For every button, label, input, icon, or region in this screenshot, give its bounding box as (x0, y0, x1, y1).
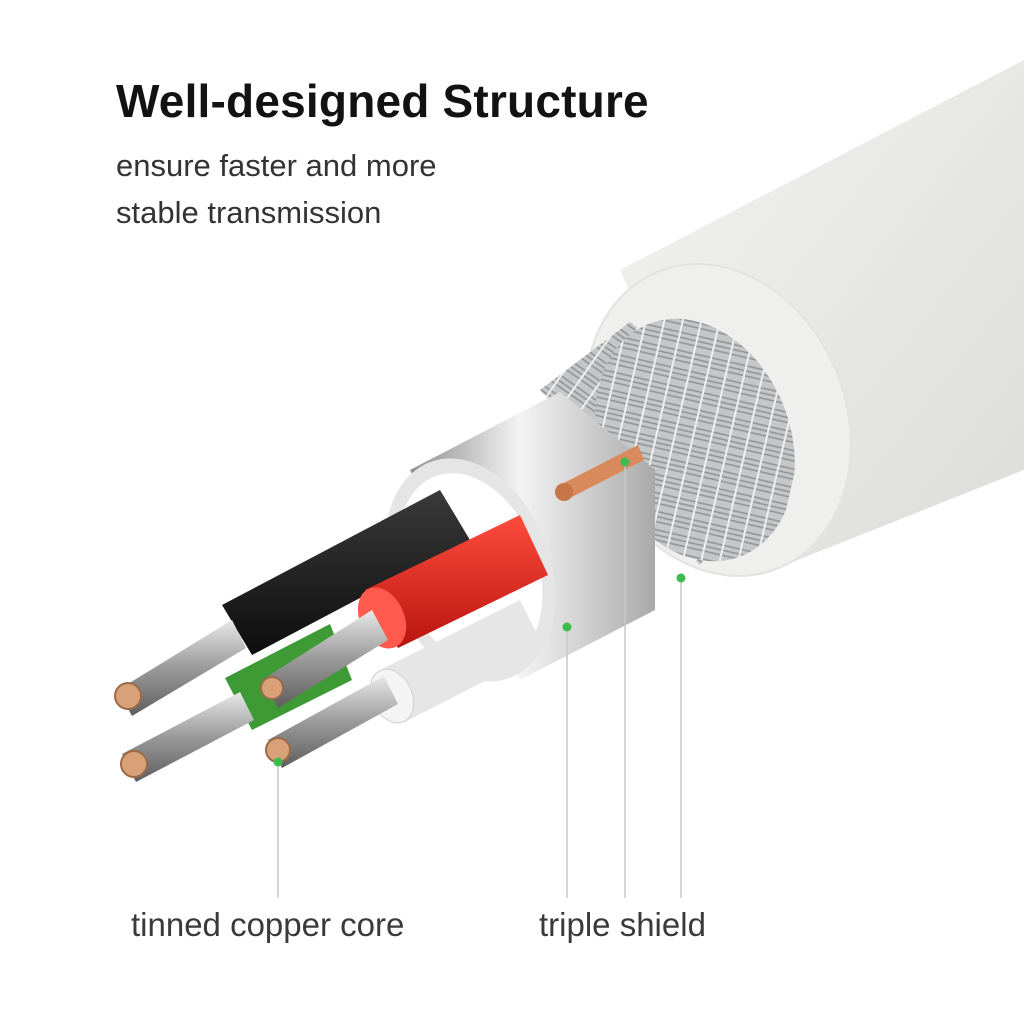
label-triple-shield: triple shield (539, 906, 706, 943)
wire-white (265, 600, 545, 768)
subtitle-line-1: ensure faster and more (116, 148, 437, 183)
callout-shield (562, 457, 686, 898)
wire-black (114, 490, 470, 716)
wire-red (260, 515, 548, 708)
callout-core (273, 757, 283, 898)
page-title: Well-designed Structure (116, 75, 649, 127)
page-subtitle: ensure faster and more stable transmissi… (116, 142, 437, 236)
subtitle-line-2: stable transmission (116, 195, 382, 230)
label-tinned-copper-core: tinned copper core (131, 906, 405, 943)
